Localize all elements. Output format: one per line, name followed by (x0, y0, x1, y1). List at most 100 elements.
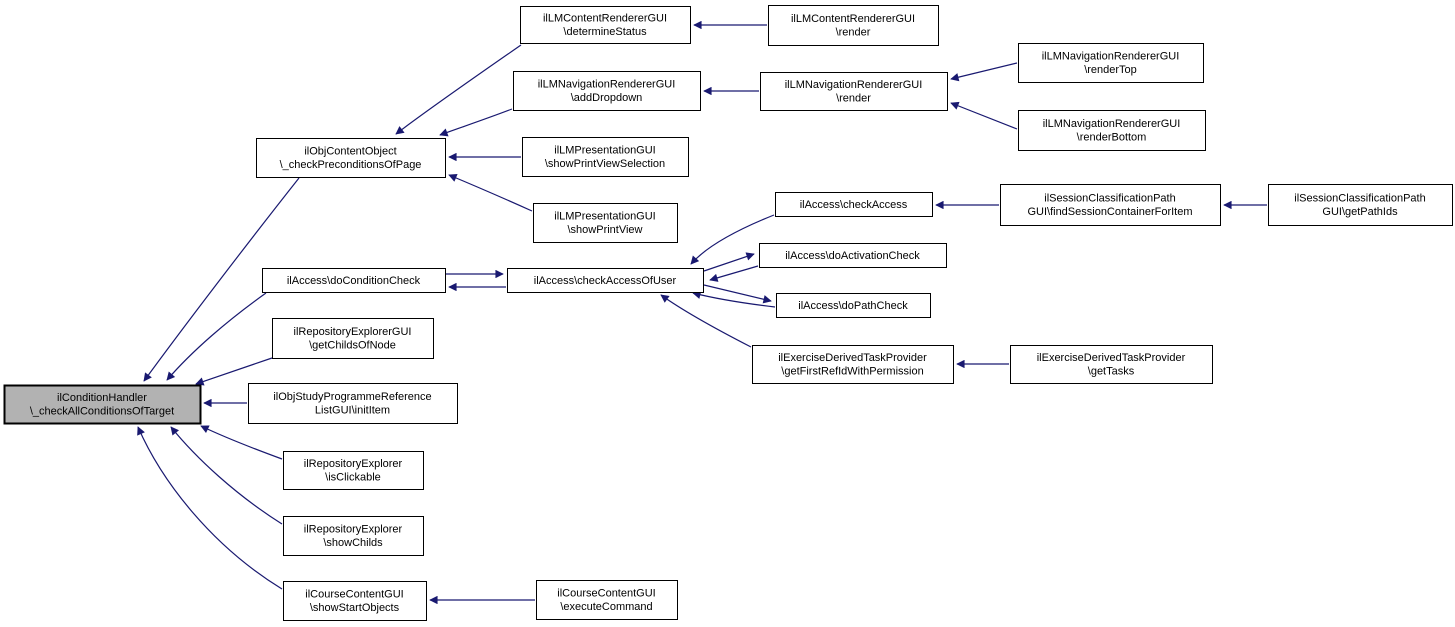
node-showStartObjects[interactable]: ilCourseContentGUI\showStartObjects (283, 581, 427, 621)
node-label-line: ilExerciseDerivedTaskProvider (778, 352, 927, 364)
node-rect (759, 243, 947, 268)
node-renderBottom[interactable]: ilLMNavigationRendererGUI \renderBottom (1018, 110, 1206, 151)
node-label-line: ilAccess\doPathCheck (798, 300, 908, 312)
node-label-line: ilLMNavigationRendererGUI (785, 79, 923, 91)
node-rect (1010, 345, 1213, 384)
node-getFirstRefIdWithPermission[interactable]: ilExerciseDerivedTaskProvider \getFirstRe… (752, 345, 954, 384)
node-rect (1018, 43, 1204, 83)
node-label-line: \getFirstRefIdWithPermission (781, 366, 923, 378)
node-label-line: \renderBottom (1077, 132, 1147, 144)
edge-addDropdown-to-checkPreconditionsOfPage (439, 108, 513, 137)
node-doConditionCheck[interactable]: ilAccess\doConditionCheck (262, 268, 446, 293)
node-label-line: \showPrintView (568, 224, 643, 236)
node-label-line: ilObjStudyProgrammeReference (273, 391, 431, 403)
node-label-line: ilLMNavigationRendererGUI (538, 79, 676, 91)
node-isClickable[interactable]: ilRepositoryExplorer \isClickable (283, 451, 424, 490)
edge-isClickable-to-checkAllConditionsOfTarget (200, 425, 283, 460)
node-label-line: \isClickable (325, 472, 381, 484)
node-rect (283, 516, 424, 556)
node-label-line: \executeCommand (560, 601, 652, 613)
node-label-line: ilAccess\checkAccessOfUser (534, 275, 677, 287)
node-checkAccessOfUser[interactable]: ilAccess\checkAccessOfUser (507, 268, 704, 293)
node-label-line: \determineStatus (563, 26, 647, 38)
node-doPathCheck[interactable]: ilAccess\doPathCheck (776, 293, 931, 318)
node-label-line: ilLMNavigationRendererGUI (1043, 118, 1181, 130)
edge-showStartObjects-to-checkAllConditionsOfTarget (137, 426, 283, 590)
node-showPrintViewSelection[interactable]: ilLMPresentationGUI\showPrintViewSelecti… (522, 137, 689, 177)
node-rect (507, 268, 704, 293)
edge-showChilds-to-checkAllConditionsOfTarget (170, 426, 283, 525)
node-rect (272, 318, 434, 359)
edge-determineStatus-to-checkPreconditionsOfPage (395, 44, 522, 135)
node-label-line: ilSessionClassificationPath (1294, 193, 1425, 205)
node-checkAccess[interactable]: ilAccess\checkAccess (775, 192, 933, 217)
node-findSessionContainerForItem[interactable]: ilSessionClassificationPathGUI\findSessi… (1000, 184, 1221, 226)
node-rect (262, 268, 446, 293)
edge-checkAccessOfUser-to-doPathCheck (703, 284, 772, 304)
node-rect (1018, 110, 1206, 151)
node-label-line: \showPrintViewSelection (545, 158, 665, 170)
node-getChildsOfNode[interactable]: ilRepositoryExplorerGUI \getChildsOfNode (272, 318, 434, 359)
node-label-line: GUI\findSessionContainerForItem (1027, 206, 1192, 218)
node-getPathIds[interactable]: ilSessionClassificationPathGUI\getPathId… (1268, 184, 1453, 226)
node-label-line: ilRepositoryExplorerGUI (294, 326, 412, 338)
node-label-line: \_checkAllConditionsOfTarget (30, 406, 174, 418)
node-determineStatus[interactable]: ilLMContentRendererGUI\determineStatus (520, 6, 691, 44)
node-label-line: GUI\getPathIds (1322, 206, 1398, 218)
node-showPrintView[interactable]: ilLMPresentationGUI\showPrintView (533, 203, 678, 243)
node-label-line: \showStartObjects (310, 602, 400, 614)
node-renderTop[interactable]: ilLMNavigationRendererGUI\renderTop (1018, 43, 1204, 83)
node-rect (775, 192, 933, 217)
node-label-line: ilSessionClassificationPath (1044, 193, 1175, 205)
node-getTasks[interactable]: ilExerciseDerivedTaskProvider\getTasks (1010, 345, 1213, 384)
node-lmNavRender[interactable]: ilLMNavigationRendererGUI \render (760, 72, 948, 111)
node-label-line: \addDropdown (571, 92, 643, 104)
node-rect (768, 5, 939, 46)
node-label-line: ilLMPresentationGUI (554, 145, 656, 157)
edge-checkAccess-to-checkAccessOfUser (690, 214, 775, 265)
node-label-line: ilObjContentObject (304, 146, 396, 158)
node-rect (536, 580, 678, 620)
node-label-line: \getTasks (1088, 366, 1135, 378)
node-showChilds[interactable]: ilRepositoryExplorer\showChilds (283, 516, 424, 556)
node-rect (283, 581, 427, 621)
node-initItem[interactable]: ilObjStudyProgrammeReferenceListGUI\init… (248, 383, 458, 424)
edge-renderTop-to-lmNavRender (950, 62, 1018, 82)
node-label-line: ilCourseContentGUI (305, 589, 403, 601)
node-label-line: \_checkPreconditionsOfPage (280, 159, 422, 171)
edge-doActivationCheck-to-checkAccessOfUser (709, 265, 759, 282)
node-lmContentRender[interactable]: ilLMContentRendererGUI \render (768, 5, 939, 46)
node-checkPreconditionsOfPage[interactable]: ilObjContentObject\_checkPreconditionsOf… (256, 138, 446, 178)
node-label-line: ilLMNavigationRendererGUI (1042, 51, 1180, 63)
edge-doPathCheck-to-checkAccessOfUser (692, 290, 776, 308)
node-label-line: ListGUI\initItem (315, 405, 390, 417)
node-label-line: ilLMContentRendererGUI (791, 13, 915, 25)
node-executeCommand[interactable]: ilCourseContentGUI\executeCommand (536, 580, 678, 620)
node-label-line: ilRepositoryExplorer (304, 458, 403, 470)
node-rect (752, 345, 954, 384)
edge-doConditionCheck-to-checkAllConditionsOfTarget (166, 292, 267, 381)
edge-getChildsOfNode-to-checkAllConditionsOfTarget (195, 357, 273, 386)
node-doActivationCheck[interactable]: ilAccess\doActivationCheck (759, 243, 947, 268)
node-addDropdown[interactable]: ilLMNavigationRendererGUI\addDropdown (513, 71, 701, 111)
node-label-line: \getChildsOfNode (309, 340, 396, 352)
edge-checkPreconditionsOfPage-to-checkAllConditionsOfTarget (143, 177, 300, 382)
node-label-line: ilCourseContentGUI (557, 588, 655, 600)
node-rect (256, 138, 446, 178)
node-label-line: \render (836, 93, 871, 105)
node-rect (513, 71, 701, 111)
node-rect (520, 6, 691, 44)
node-label-line: ilAccess\checkAccess (800, 199, 908, 211)
node-checkAllConditionsOfTarget[interactable]: ilConditionHandler\_checkAllConditionsOf… (3, 384, 202, 425)
node-rect (1268, 184, 1453, 226)
node-label-line: ilLMPresentationGUI (554, 211, 656, 223)
node-label-line: ilRepositoryExplorer (304, 524, 403, 536)
node-label-line: \render (836, 27, 871, 39)
node-rect (522, 137, 689, 177)
node-label-line: \showChilds (323, 537, 383, 549)
node-rect (283, 451, 424, 490)
node-rect (248, 383, 458, 424)
node-label-line: \renderTop (1084, 64, 1137, 76)
